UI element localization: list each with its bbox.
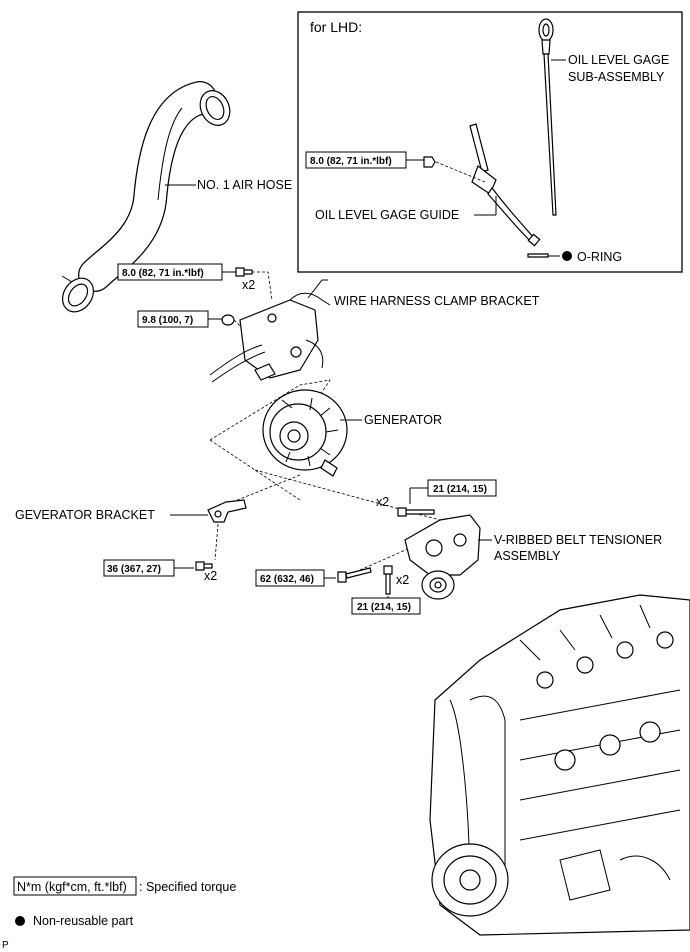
legend-nonreusable-dot xyxy=(15,916,25,926)
nonreusable-marker-o-ring xyxy=(562,251,572,261)
torque-tensioner-bolt-top: 21 (214, 15) xyxy=(433,484,487,495)
legend-torque-text: : Specified torque xyxy=(139,880,236,894)
long-bolt-icon xyxy=(337,567,372,583)
air-hose-drawing xyxy=(61,81,231,313)
oil-level-gage-drawing xyxy=(538,18,557,216)
label-wire-harness-clamp-bracket: WIRE HARNESS CLAMP BRACKET xyxy=(334,294,540,308)
v-ribbed-belt-tensioner-drawing xyxy=(404,514,481,600)
label-generator-bracket: GEVERATOR BRACKET xyxy=(15,508,155,522)
torque-long-bolt: 62 (632, 46) xyxy=(260,574,314,585)
label-generator: GENERATOR xyxy=(364,413,442,427)
label-oil-level-gage-sub: SUB-ASSEMBLY xyxy=(568,70,665,84)
mult-tensioner-bolt-bottom: x2 xyxy=(396,573,409,587)
generator-drawing xyxy=(262,389,348,477)
torque-inset-bolt: 8.0 (82, 71 in.*lbf) xyxy=(310,156,392,167)
label-o-ring: O-RING xyxy=(577,250,622,264)
tensioner-bolt-top-icon xyxy=(397,507,435,517)
label-tensioner-assembly: ASSEMBLY xyxy=(494,549,561,563)
inset-title: for LHD: xyxy=(310,19,362,35)
torque-clamp-bolt: 8.0 (82, 71 in.*lbf) xyxy=(122,268,204,279)
tensioner-bolt-bottom-icon xyxy=(383,565,393,595)
legend-torque-unit: N*m (kgf*cm, ft.*lbf) xyxy=(17,880,127,894)
label-oil-level-gage-guide: OIL LEVEL GAGE GUIDE xyxy=(315,208,459,222)
label-air-hose: NO. 1 AIR HOSE xyxy=(197,178,292,192)
torque-bracket-bolt: 36 (367, 27) xyxy=(107,564,161,575)
oil-level-gage-guide-drawing xyxy=(469,123,541,247)
mult-tensioner-bolt-top: x2 xyxy=(376,495,389,509)
generator-bracket-drawing xyxy=(207,499,247,523)
mult-bracket-bolt: x2 xyxy=(204,569,217,583)
torque-clamp-nut: 9.8 (100, 7) xyxy=(142,315,193,326)
engine-block-drawing xyxy=(429,594,690,936)
label-oil-level-gage: OIL LEVEL GAGE xyxy=(568,53,669,67)
lhd-inset: for LHD: OIL LEVEL GAGE SUB-ASSEMBLY 8.0… xyxy=(297,11,683,273)
mult-clamp-bolt: x2 xyxy=(242,278,255,292)
legend-nonreusable-text: Non-reusable part xyxy=(33,914,134,928)
footer-code: P xyxy=(2,940,9,951)
bracket-bolt-icon xyxy=(195,561,213,571)
wire-harness-clamp-bracket-drawing xyxy=(209,292,331,383)
clamp-bolt-icon xyxy=(235,267,253,277)
clamp-nut-icon xyxy=(221,314,235,326)
label-tensioner: V-RIBBED BELT TENSIONER xyxy=(494,533,662,547)
torque-tensioner-bolt-bottom: 21 (214, 15) xyxy=(357,602,411,613)
